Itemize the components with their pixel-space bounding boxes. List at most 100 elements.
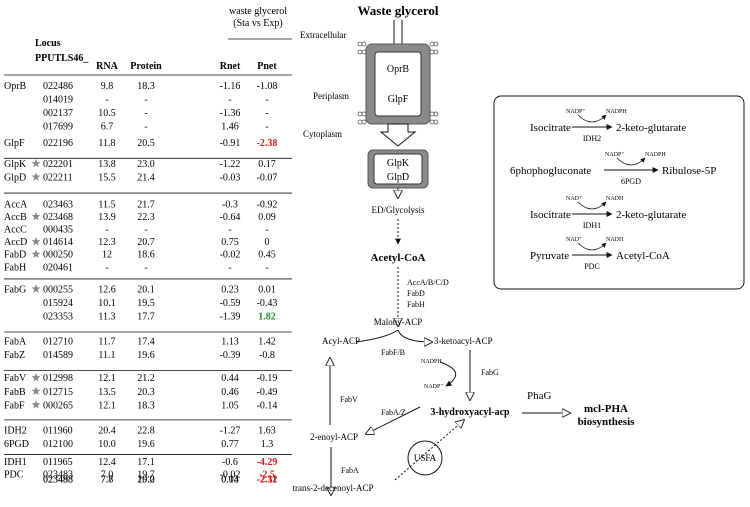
locus-id: 011965 — [43, 457, 73, 468]
membranes — [357, 41, 439, 125]
rna-value: 11.7 — [98, 337, 115, 348]
gene-name: FabD — [4, 250, 26, 261]
star-icon — [31, 237, 41, 246]
pnet-value: 1.82 — [258, 311, 276, 322]
rnet-value: -0.02 — [220, 470, 241, 481]
gene-name: FabB — [4, 387, 26, 398]
reaction-enzyme: PDC — [584, 262, 600, 271]
acyl-to-malony-curve — [355, 329, 399, 343]
star-icon — [31, 249, 41, 258]
lipid-head — [429, 41, 435, 47]
rnet-value: 0.75 — [221, 237, 239, 248]
pnet-value: -0.14 — [257, 400, 278, 411]
rna-value: 6.7 — [101, 121, 114, 132]
label-oprb: OprB — [387, 64, 410, 75]
reaction-product: 2-keto-glutarate — [616, 209, 686, 221]
cofactor-curve — [577, 114, 607, 123]
pnet-value: 1.63 — [258, 425, 276, 436]
rna-value: 11.8 — [98, 138, 115, 149]
pnet-value: 0.45 — [258, 250, 276, 261]
pnet-value: -0.49 — [257, 387, 278, 398]
protein-value: 20.5 — [137, 138, 155, 149]
glpk-glpd-inner — [373, 153, 423, 185]
rnet-value: -1.27 — [220, 425, 241, 436]
label-periplasm: Periplasm — [313, 91, 349, 101]
label-usfa: USFA — [414, 453, 437, 463]
locus-id: 023353 — [43, 311, 73, 322]
rnet-value: 0.44 — [221, 373, 239, 384]
cofactor-curve — [577, 201, 607, 210]
lipid-head — [429, 119, 435, 125]
pnet-value: -0.43 — [257, 298, 278, 309]
rnet-value: 1.46 — [221, 121, 239, 132]
protein-value: 22.8 — [137, 425, 155, 436]
gene-name: IDH1 — [4, 457, 27, 468]
pnet-value: -0.8 — [259, 350, 275, 361]
gene-name: PDC — [4, 470, 24, 481]
gene-name: AccD — [4, 237, 27, 248]
rnet-value: 0.77 — [221, 439, 239, 450]
rnet-value: -0.91 — [220, 138, 241, 149]
locus-id: 014019 — [43, 94, 73, 105]
pnet-value: - — [265, 94, 268, 105]
protein-value: 19.6 — [137, 439, 155, 450]
reaction-enzyme: IDH2 — [583, 134, 601, 143]
gene-name: AccA — [4, 200, 28, 211]
label-fabg: FabG — [481, 368, 499, 377]
lipid-head — [361, 49, 367, 55]
rnet-value: -1.22 — [220, 159, 241, 170]
usfa-circle — [407, 440, 443, 476]
star-icon — [31, 373, 41, 382]
reaction-substrate: Pyruvate — [530, 250, 569, 262]
header-sta-vs-exp: (Sta vs Exp) — [233, 18, 282, 29]
rna-value: 12.6 — [98, 284, 116, 295]
gene-name: 6PGD — [4, 439, 29, 450]
locus-id: 000255 — [43, 284, 73, 295]
label-phag: PhaG — [527, 390, 552, 402]
rnet-value: -1.36 — [220, 108, 241, 119]
pnet-value: 0.09 — [258, 212, 276, 223]
header-rna: RNA — [96, 61, 118, 72]
lipid-head — [361, 111, 367, 117]
pnet-value: -2.38 — [257, 138, 278, 149]
label-biosynthesis: biosynthesis — [578, 416, 636, 428]
waste-glycerol-title: Waste glycerol — [358, 3, 439, 18]
protein-value: 20.2 — [137, 475, 155, 486]
locus-id: 000250 — [43, 250, 73, 261]
gene-name: FabG — [4, 284, 26, 295]
rna-value: 13.8 — [98, 159, 116, 170]
rna-value: - — [105, 225, 108, 236]
label-extracellular: Extracellular — [300, 30, 346, 40]
locus-id: 020461 — [43, 262, 73, 273]
table-row: 014019---- — [43, 94, 269, 105]
locus-id: 014589 — [43, 350, 73, 361]
lipid-head — [357, 41, 363, 47]
rnet-value: -0.03 — [220, 173, 241, 184]
rnet-value: -0.02 — [220, 250, 241, 261]
rnet-value: - — [228, 225, 231, 236]
label-acc: AccA/B/C/D — [407, 278, 449, 287]
label-ketoacyl-acp: 3-ketoacyl-ACP — [434, 336, 493, 346]
protein-value: 17.7 — [137, 311, 155, 322]
rnet-value: - — [228, 94, 231, 105]
rna-value: 10.0 — [98, 439, 116, 450]
pnet-value: -0.07 — [257, 173, 278, 184]
locus-id: 012715 — [43, 387, 73, 398]
rna-value: 12 — [102, 250, 112, 261]
locus-id: 023483 — [43, 470, 73, 481]
rnet-value: -0.64 — [220, 212, 241, 223]
protein-value: 19.5 — [137, 298, 155, 309]
rna-value: 11.1 — [98, 350, 115, 361]
reaction-substrate: Isocitrate — [530, 209, 571, 221]
pnet-value: 0 — [265, 237, 270, 248]
label-acyl-acp: Acyl-ACP — [322, 336, 360, 346]
protein-value: - — [144, 121, 147, 132]
reaction-enzyme: 6PGD — [621, 177, 641, 186]
header-locus-id: PPUTLS46_ — [35, 53, 89, 64]
